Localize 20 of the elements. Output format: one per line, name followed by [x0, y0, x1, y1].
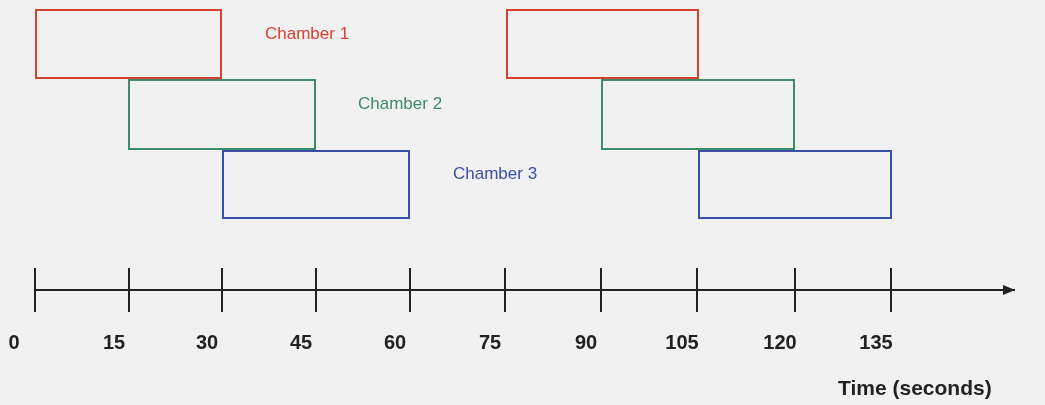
- tick-label: 135: [858, 330, 894, 355]
- tick-label: 30: [194, 330, 220, 355]
- time-slot-box: [698, 150, 892, 219]
- tick-label: 0: [7, 330, 21, 355]
- tick-label: 60: [382, 330, 408, 355]
- time-slot-box: [35, 9, 222, 79]
- tick-label: 105: [664, 330, 700, 355]
- tick-label: 45: [288, 330, 314, 355]
- time-slot-box: [222, 150, 410, 219]
- tick-label: 75: [477, 330, 503, 355]
- axis-title: Time (seconds): [838, 375, 992, 401]
- time-slot-box: [128, 79, 316, 150]
- tick-label: 90: [573, 330, 599, 355]
- time-slot-box: [601, 79, 795, 150]
- chamber-label: Chamber 2: [358, 93, 443, 115]
- chamber-label: Chamber 1: [265, 23, 350, 45]
- tick-label: 15: [101, 330, 127, 355]
- chamber-label: Chamber 3: [453, 163, 538, 185]
- time-slot-box: [506, 9, 699, 79]
- tick-label: 120: [762, 330, 798, 355]
